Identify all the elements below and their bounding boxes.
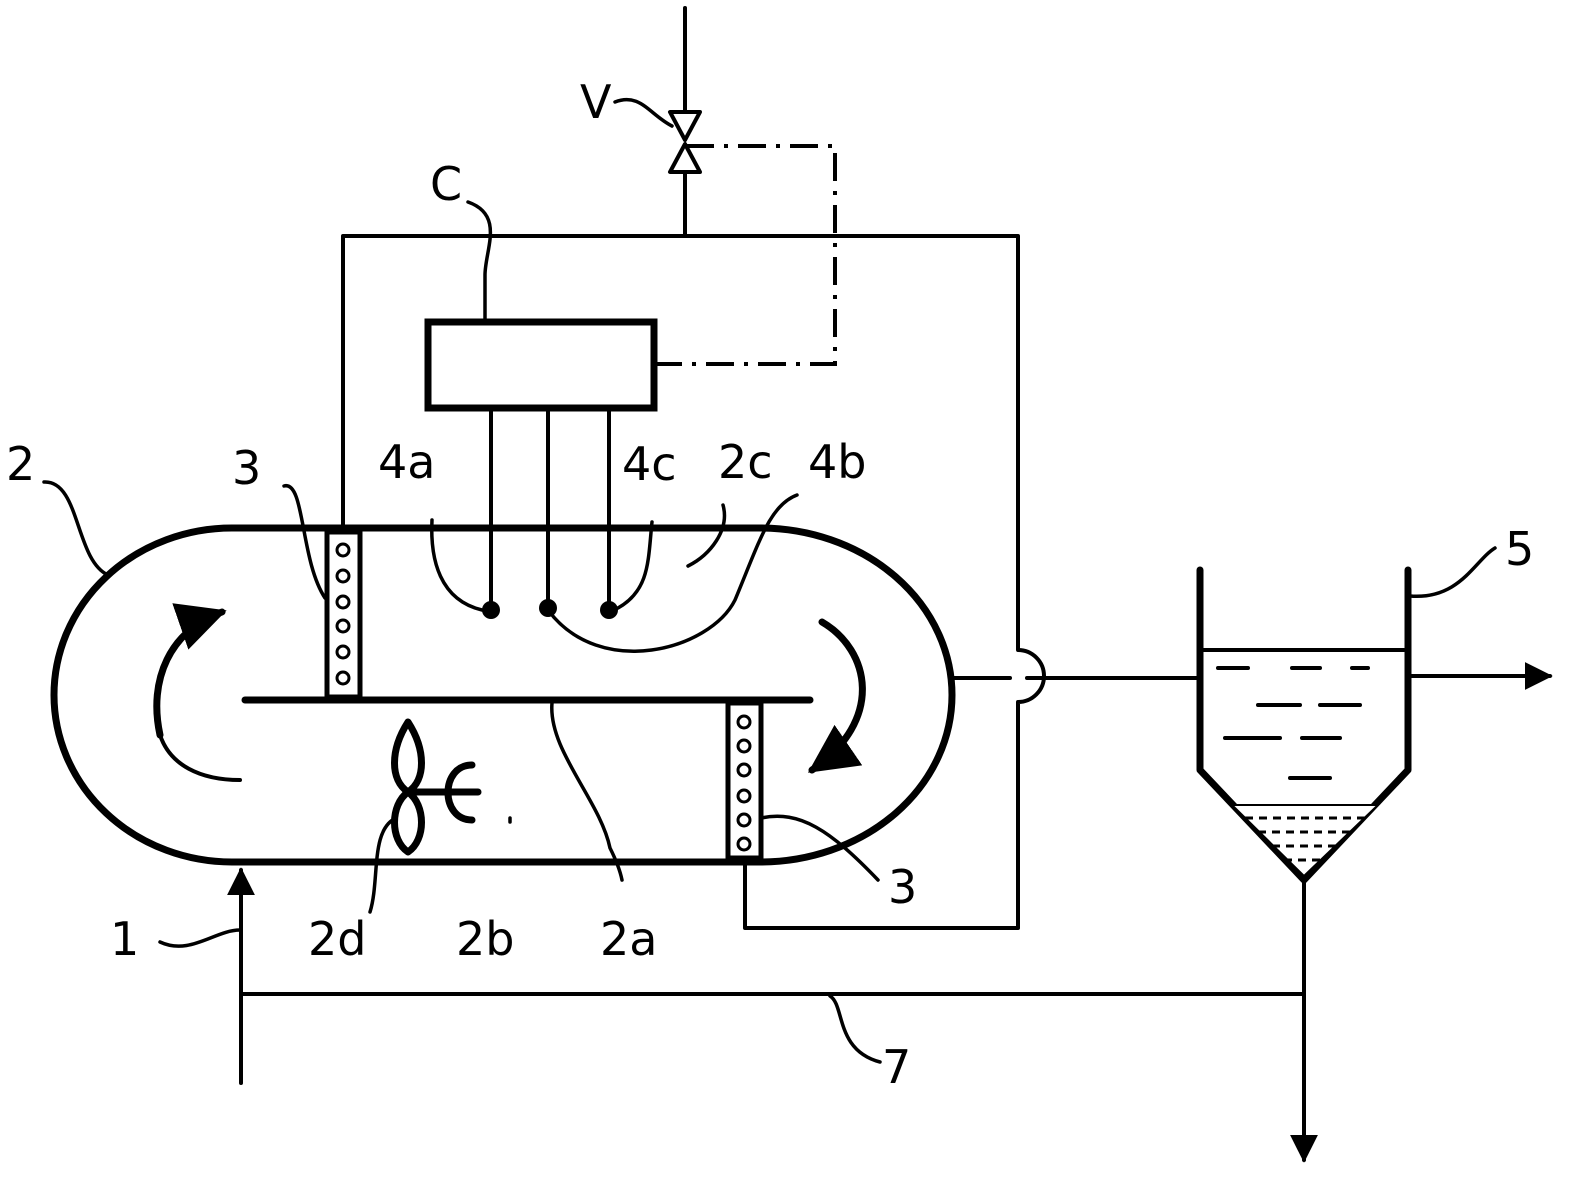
leader-clarifier <box>1408 546 1497 598</box>
aerator-right <box>725 700 764 861</box>
label-mixer-2d: 2d <box>308 912 366 966</box>
mixer-propeller-icon <box>391 718 482 856</box>
label-inlet: 1 <box>110 912 139 966</box>
flow-arrow-left-top <box>153 603 227 739</box>
control-signal-line <box>654 144 837 366</box>
leader-inlet <box>158 928 242 948</box>
leader-wall-2a <box>550 701 624 882</box>
leader-aerator-left <box>282 484 327 600</box>
label-aerator-left: 3 <box>232 441 261 495</box>
leader-probe-4a <box>430 518 484 612</box>
label-zone-2c: 2c <box>718 435 773 489</box>
label-clarifier: 5 <box>1505 522 1534 576</box>
label-probe-4a: 4a <box>378 435 435 489</box>
leader-probe-4b <box>546 493 799 653</box>
leader-valve <box>613 97 674 128</box>
probe-4a <box>482 601 500 619</box>
label-wall-2a: 2a <box>600 912 657 966</box>
oxidation-ditch-outline <box>50 524 956 866</box>
label-aerator-right: 3 <box>888 860 917 914</box>
flow-arrow-right <box>807 618 866 774</box>
controller-box <box>424 318 658 412</box>
label-probe-4c: 4c <box>622 437 677 491</box>
clarifier-tank <box>1196 566 1412 884</box>
aerator-left <box>324 529 363 700</box>
label-zone-2b: 2b <box>456 912 514 966</box>
probe-4b <box>539 599 557 617</box>
leader-aerator-right <box>759 814 880 882</box>
leader-controller <box>466 200 493 324</box>
probe-4c <box>600 601 618 619</box>
label-controller: C <box>430 157 462 211</box>
flow-arrow-left-top-tail <box>158 733 242 782</box>
valve-v-icon <box>668 110 702 174</box>
label-probe-4b: 4b <box>808 435 866 489</box>
label-tank: 2 <box>6 437 35 491</box>
leader-recycle-7 <box>828 994 882 1064</box>
leader-mixer-2d <box>368 816 398 914</box>
leader-zone-2c <box>686 503 727 568</box>
leader-tank <box>42 480 110 577</box>
leader-probe-4c <box>616 520 654 610</box>
label-recycle: 7 <box>882 1040 911 1094</box>
label-valve: V <box>580 75 612 129</box>
